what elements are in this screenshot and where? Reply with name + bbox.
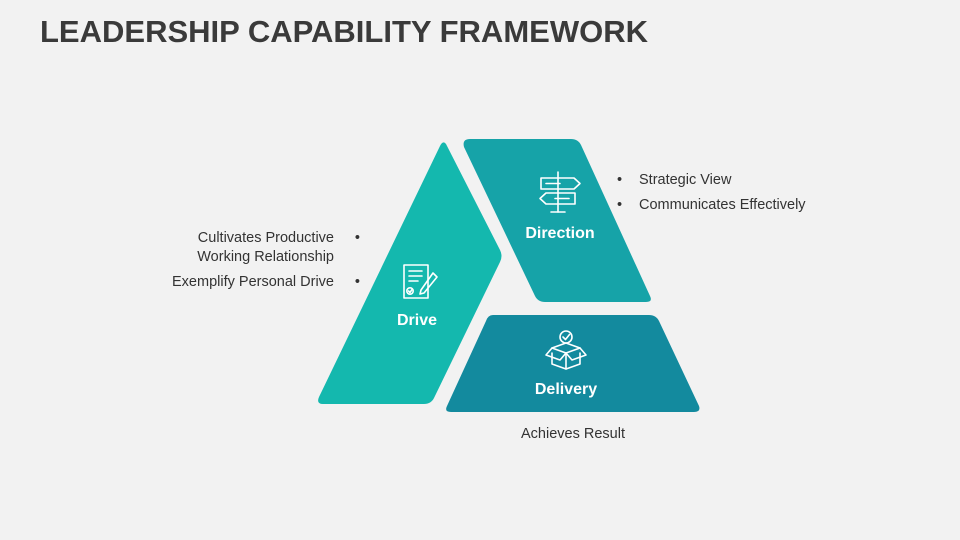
drive-label: Drive xyxy=(397,312,437,329)
direction-label: Direction xyxy=(525,225,594,242)
list-item: Communicates Effectively xyxy=(615,196,806,215)
direction-segment xyxy=(463,139,651,302)
open-box-icon xyxy=(545,330,587,370)
delivery-segment xyxy=(446,315,700,412)
delivery-label: Delivery xyxy=(535,381,597,398)
list-item: Cultivates Productive Working Relationsh… xyxy=(172,229,362,267)
list-item: Strategic View xyxy=(615,171,806,190)
page-title: LEADERSHIP CAPABILITY FRAMEWORK xyxy=(40,14,648,49)
document-signature-icon xyxy=(403,264,438,299)
direction-bullet-list: Strategic View Communicates Effectively xyxy=(615,171,806,221)
signpost-icon xyxy=(539,171,581,213)
drive-bullet-list: Cultivates Productive Working Relationsh… xyxy=(172,229,362,298)
delivery-note: Achieves Result xyxy=(521,426,625,442)
list-item: Exemplify Personal Drive xyxy=(172,273,362,292)
drive-segment xyxy=(318,142,502,404)
